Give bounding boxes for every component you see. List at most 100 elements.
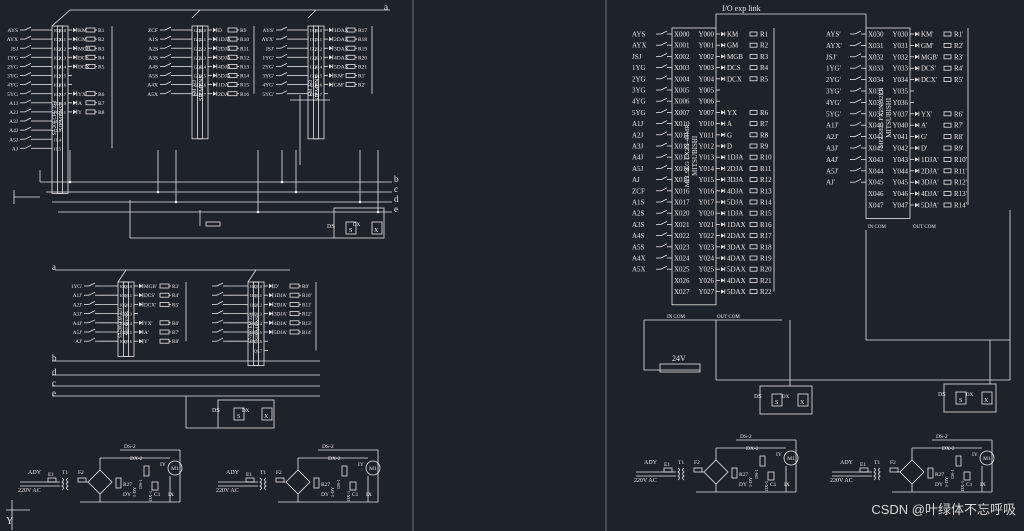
output-address: Y025 [698, 266, 714, 274]
input-address: I1.5 [54, 146, 62, 151]
switch-blade [660, 176, 668, 180]
output-address: Q0.4 [57, 65, 67, 70]
switch-blade [660, 41, 668, 46]
switch-blade [24, 144, 32, 149]
output-address: Q2.1 [197, 37, 206, 42]
output-address: Y040 [892, 122, 908, 130]
switch-blade [24, 72, 32, 76]
output-label: 4DJA [218, 65, 231, 71]
switch-blade [854, 53, 862, 58]
relay-enclosure [333, 207, 385, 239]
input-label: A3J [632, 143, 644, 151]
relay-label-x: X [984, 398, 989, 404]
input-label: A5X [147, 92, 158, 98]
input-label: AYX' [826, 42, 842, 50]
switch-blade [88, 301, 96, 305]
psu-dx1: DX-1 [346, 491, 351, 501]
input-address: X042 [868, 145, 884, 153]
output-address: Q3.7 [313, 92, 323, 97]
output-label: DCX' [144, 302, 156, 308]
resistor-icon [159, 320, 170, 326]
bus-label-c-top: c [394, 184, 398, 194]
input-label: AYS' [826, 31, 841, 39]
resistor-icon [749, 199, 758, 205]
output-label: D [727, 143, 732, 151]
plc-brand: SIEMENS [125, 311, 131, 335]
switch-blade [854, 144, 862, 149]
input-label: A2S [632, 210, 645, 218]
resistor-icon [313, 477, 320, 489]
resistor-label: R5' [172, 302, 179, 308]
resistor-icon [345, 82, 356, 87]
resistor-label: R2 [760, 42, 769, 50]
output-label: 4DJA' [921, 190, 939, 198]
led-icon [915, 31, 919, 37]
switch-blade [854, 64, 862, 69]
input-address: I0.0 [54, 28, 62, 33]
junction-dot [376, 210, 380, 214]
output-address: Q0.1 [124, 293, 132, 298]
switch-blade [88, 291, 96, 296]
input-label: AJ [632, 176, 640, 184]
psu-c1: C1 [966, 482, 973, 488]
output-address: Q0.1 [57, 37, 66, 42]
switch-blade [24, 126, 32, 131]
plc-model: EM 223 [193, 79, 198, 96]
resistor-icon [289, 301, 300, 307]
relay-x [981, 391, 993, 405]
resistor-label: R3 [760, 53, 769, 61]
input-address: I0.6 [54, 83, 62, 88]
led-icon [213, 36, 217, 42]
output-address: Y026 [698, 277, 714, 285]
psu-e1: E1 [860, 462, 866, 468]
resistor-icon [227, 91, 238, 97]
resistor-icon [85, 27, 96, 33]
contact-icon [759, 455, 766, 467]
input-address: I1.0 [54, 101, 62, 106]
switch-blade [164, 81, 172, 85]
led-icon [139, 302, 143, 307]
switch-blade [854, 87, 862, 92]
psu-m1: M1 [787, 456, 795, 462]
switch-blade [854, 76, 862, 80]
output-address: Y041 [892, 133, 908, 141]
relay-label-dx: DX [782, 395, 790, 400]
resistor-icon [943, 54, 952, 60]
input-label: JSJ [632, 53, 642, 61]
switch-blade [280, 35, 288, 40]
resistor-label: R11 [240, 46, 249, 52]
relay-s [771, 393, 783, 407]
relay-enclosure-right-b [943, 383, 997, 413]
switch-blade [660, 265, 668, 270]
psu-iy: IY [358, 462, 364, 468]
output-label: 3DJA' [921, 179, 939, 187]
resistor-label: R3' [172, 284, 179, 290]
input-label: 5YG' [262, 92, 274, 98]
switch-blade [216, 337, 224, 342]
motor-icon [167, 460, 183, 476]
plc-nameplate [313, 25, 319, 140]
switch-blade [164, 72, 172, 76]
switch-blade [854, 42, 862, 46]
output-label: 2DJA [218, 46, 231, 52]
input-address: I0.7 [54, 92, 62, 97]
output-label: MGB [727, 53, 743, 61]
input-label: A3J' [73, 312, 82, 318]
output-label: Y' [144, 339, 149, 345]
output-address: Q1.2 [254, 302, 262, 307]
led-icon [721, 166, 725, 171]
output-address: Y003 [698, 64, 714, 72]
fuse-icon [889, 467, 899, 473]
resistor-icon [289, 320, 300, 326]
output-address: Q1.0 [254, 284, 262, 289]
input-address: I2.6 [194, 83, 202, 88]
psu-r27: R27 [739, 472, 748, 478]
switch-blade [164, 26, 172, 31]
led-icon [721, 188, 725, 193]
switch-blade [216, 301, 224, 305]
psu-dx1: DX-1 [960, 481, 965, 491]
fx-ext-in-com: IN COM [868, 225, 886, 230]
input-address: I0.4 [54, 65, 62, 70]
resistor-icon [943, 77, 952, 82]
